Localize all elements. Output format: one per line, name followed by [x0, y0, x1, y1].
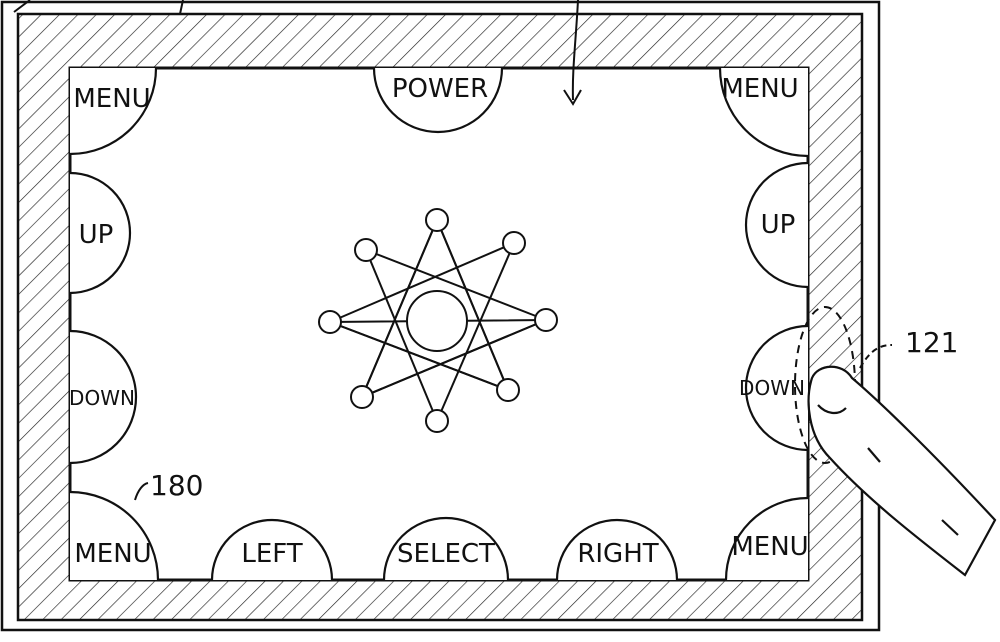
menu-bottom-right-label: MENU [731, 532, 808, 562]
star-node [534, 308, 558, 332]
leader-line-121 [859, 344, 893, 369]
menu-bottom-right-button[interactable] [724, 496, 890, 637]
hatched-bezel [16, 12, 864, 622]
menu-bottom-left-label: MENU [74, 539, 151, 569]
star-touch-graphic [318, 208, 558, 433]
power-label: POWER [392, 74, 488, 104]
select-button[interactable] [382, 516, 510, 637]
button-labels: MENU POWER MENU UP UP DOWN DOWN MENU LEF… [69, 74, 809, 569]
star-center-node [406, 290, 468, 352]
ref-numeral-121: 121 [905, 326, 958, 359]
down-left-button[interactable] [4, 329, 138, 465]
up-left-button[interactable] [10, 171, 132, 295]
right-label: RIGHT [577, 539, 658, 569]
down-right-label: DOWN [739, 376, 805, 400]
star-node [425, 409, 449, 433]
left-label: LEFT [241, 539, 302, 569]
menu-top-left-button[interactable] [0, 0, 158, 156]
up-right-button[interactable] [744, 161, 870, 289]
menu-top-left-label: MENU [73, 84, 150, 114]
device-frame [0, 0, 881, 632]
leader-line-180 [134, 482, 149, 501]
power-button[interactable] [372, 4, 504, 134]
star-node [496, 378, 520, 402]
up-right-label: UP [761, 210, 796, 240]
star-node [350, 385, 374, 409]
menu-top-right-button[interactable] [718, 0, 896, 158]
menu-bottom-left-button[interactable] [0, 490, 160, 637]
right-button[interactable] [555, 518, 679, 637]
left-button[interactable] [210, 518, 334, 637]
reference-arrow [563, 0, 582, 106]
menu-top-right-label: MENU [721, 74, 798, 104]
star-node [425, 208, 449, 232]
star-node [318, 310, 342, 334]
ref-numeral-180: 180 [150, 469, 203, 502]
star-node [354, 238, 378, 262]
select-label: SELECT [397, 539, 495, 569]
star-node [502, 231, 526, 255]
down-right-button[interactable] [744, 324, 870, 452]
finger-illustration [807, 365, 997, 577]
reference-numerals: 180 121 [134, 326, 958, 502]
down-left-label: DOWN [69, 386, 135, 410]
up-left-label: UP [79, 220, 114, 250]
